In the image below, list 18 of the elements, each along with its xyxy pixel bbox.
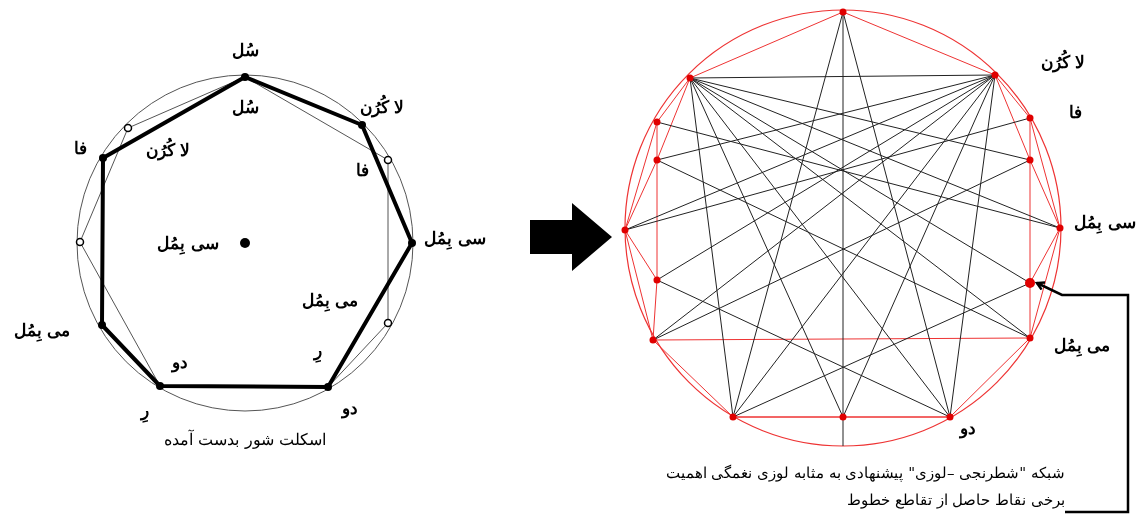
note-label: دو — [960, 418, 976, 438]
note-label: می بِمُل — [13, 320, 71, 340]
note-label: فا — [355, 160, 369, 180]
note-label: سی بِمُل — [1074, 212, 1136, 232]
note-label: دو — [342, 398, 358, 418]
note-label: می بِمُل — [301, 290, 359, 310]
note-label: می بِمُل — [1053, 335, 1111, 355]
note-label: سی بِمُل — [157, 233, 219, 253]
note-label: دو — [172, 352, 188, 372]
note-label: سُل — [231, 97, 259, 117]
note-label: فا — [73, 138, 87, 158]
note-label: سی بِمُل — [424, 228, 486, 248]
figure-caption: اسکلت شور بدست آمده — [164, 431, 326, 449]
leader-line — [1035, 281, 1130, 514]
caption-text: شبکه "شطرنجی –لوزی" پیشنهادی به مثابه لوزی نغمگی اهمیت برخی نقاط حاصل از تقاطع خطوط — [645, 460, 1065, 514]
note-label: سُل — [231, 40, 259, 60]
lattice-point — [1025, 278, 1035, 288]
note-label: فا — [1068, 102, 1082, 122]
